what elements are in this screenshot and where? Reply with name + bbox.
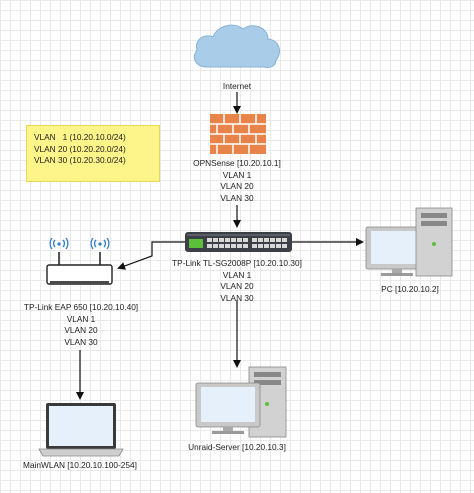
- network-switch-icon: [185, 232, 292, 252]
- server-label: Unraid-Server [10.20.10.3]: [188, 442, 286, 452]
- switch-vlan: VLAN 1: [222, 269, 252, 280]
- access-point-vlan: VLAN 1: [66, 313, 96, 324]
- cloud-icon: [193, 24, 280, 69]
- firewall-vlan: VLAN 1: [222, 169, 252, 180]
- wifi-access-point-icon: [46, 237, 113, 285]
- switch-label: TP-Link TL-SG2008P [10.20.10.30] VLAN 1 …: [162, 258, 312, 304]
- access-point-label: TP-Link EAP 650 [10.20.10.40] VLAN 1 VLA…: [13, 302, 149, 348]
- vlan-note-line: VLAN 1 (10.20.10.0/24): [34, 132, 126, 142]
- desktop-computer-icon: [365, 207, 453, 277]
- firewall-vlan: VLAN 30: [220, 192, 254, 203]
- access-point-vlan: VLAN 20: [64, 325, 98, 336]
- vlan-note-line: VLAN 30 (10.20.30.0/24): [34, 155, 126, 166]
- connector-switch-accesspoint: [117, 241, 185, 270]
- vlan-note-line: VLAN 20 (10.20.20.0/24): [34, 143, 126, 154]
- laptop-icon: [38, 403, 124, 457]
- switch-vlan: VLAN 20: [220, 281, 254, 292]
- firewall-brick-icon: [210, 114, 266, 154]
- pc-label: PC [10.20.10.2]: [381, 284, 439, 294]
- firewall-label: OPNSense [10.20.10.1] VLAN 1 VLAN 20 VLA…: [177, 158, 297, 204]
- vlan-note: VLAN 1 (10.20.10.0/24) VLAN 20 (10.20.20…: [26, 125, 160, 182]
- laptop-label: MainWLAN [10.20.10.100-254]: [23, 460, 137, 470]
- access-point-name: TP-Link EAP 650 [10.20.10.40]: [23, 302, 139, 312]
- server-computer-icon: [195, 366, 287, 438]
- switch-name: TP-Link TL-SG2008P [10.20.10.30]: [172, 258, 302, 268]
- firewall-vlan: VLAN 20: [220, 181, 254, 192]
- access-point-vlan: VLAN 30: [64, 336, 98, 347]
- switch-vlan: VLAN 30: [220, 292, 254, 303]
- internet-label: Internet: [222, 81, 252, 91]
- firewall-name: OPNSense [10.20.10.1]: [193, 158, 281, 168]
